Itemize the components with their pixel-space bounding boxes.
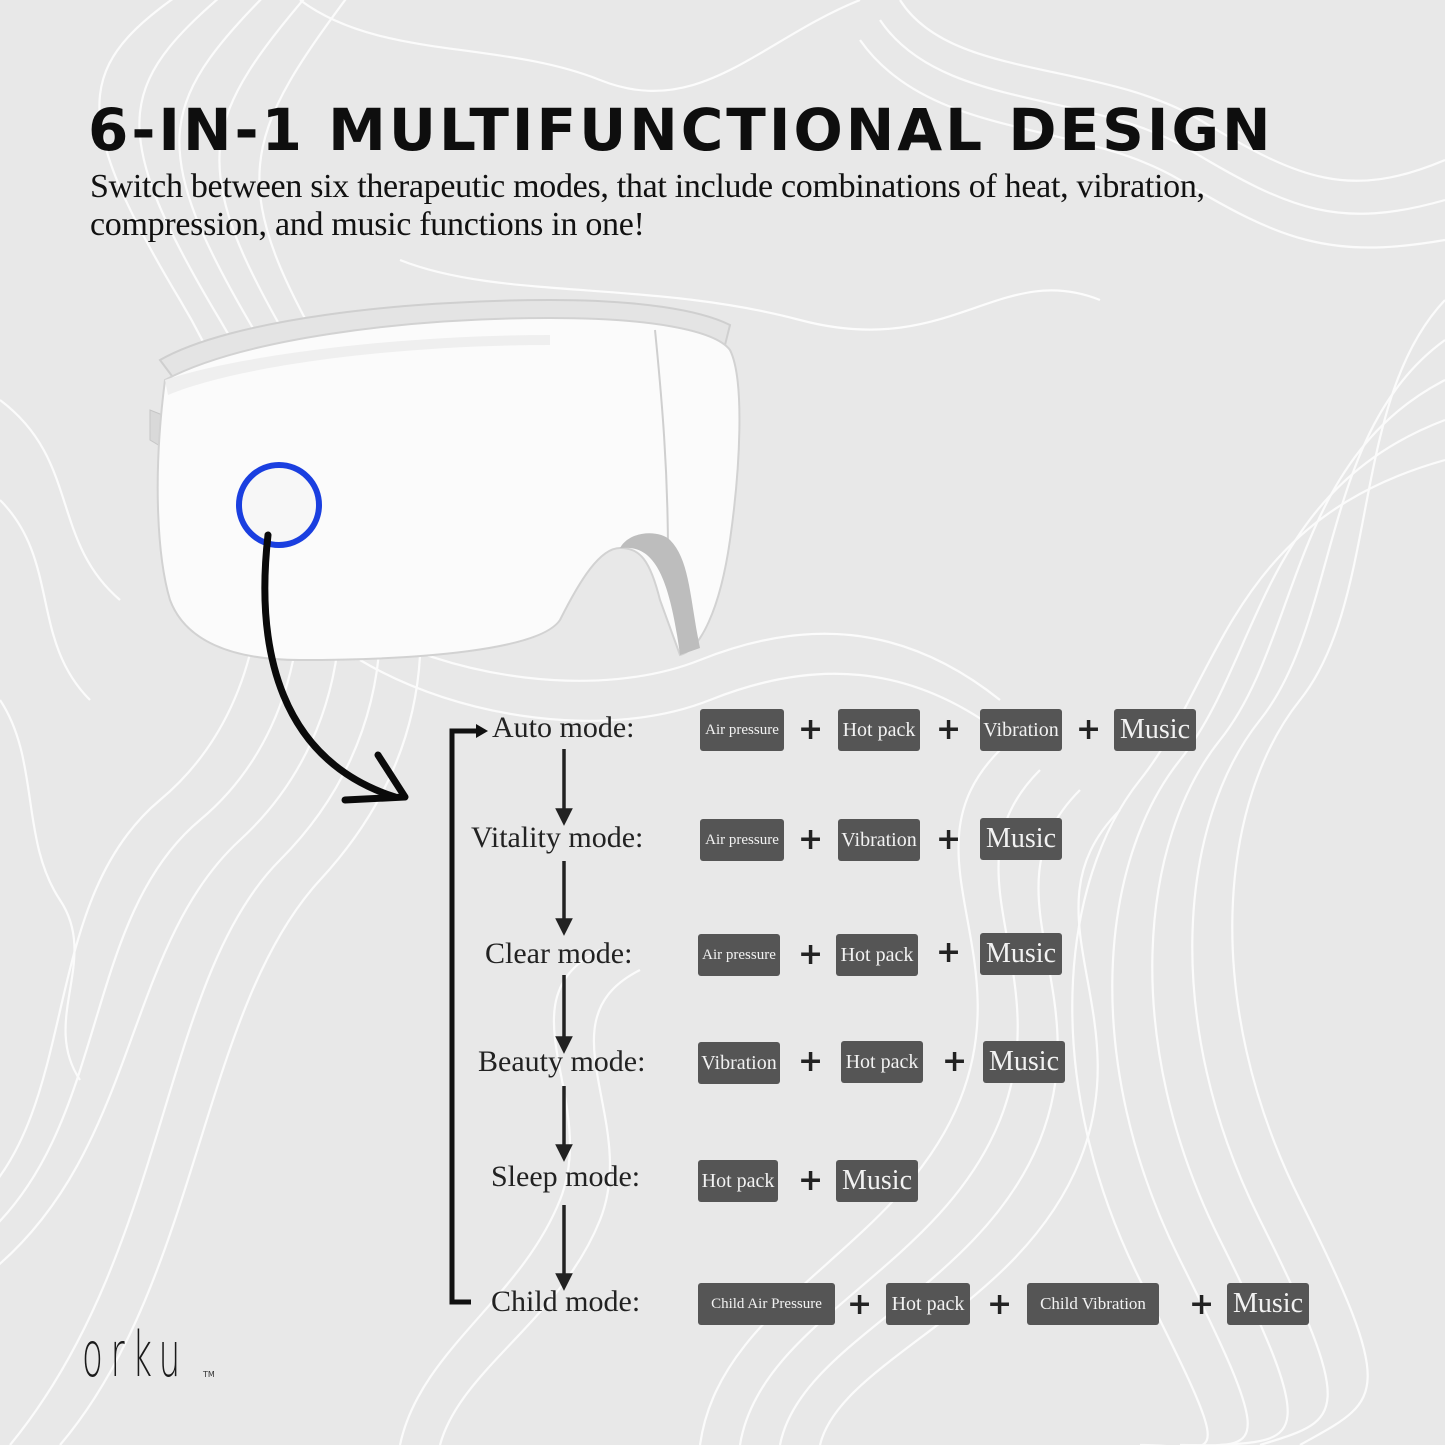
plus-separator: + (936, 712, 962, 747)
function-chip: Air pressure (698, 934, 780, 976)
plus-separator: + (798, 712, 824, 747)
mode-label-sleep: Sleep mode: (491, 1160, 641, 1193)
function-chip: Hot pack (698, 1160, 778, 1202)
plus-separator: + (936, 935, 962, 970)
plus-separator: + (987, 1287, 1013, 1322)
mode-label-vitality: Vitality mode: (471, 821, 644, 854)
function-chip: Hot pack (838, 709, 920, 751)
plus-separator: + (847, 1287, 873, 1322)
plus-separator: + (798, 822, 824, 857)
function-chip: Child Air Pressure (698, 1283, 835, 1325)
function-chip: Music (1227, 1283, 1309, 1325)
eye-massager-illustration (149, 298, 741, 662)
function-chip: Music (1114, 709, 1196, 751)
plus-separator: + (1189, 1287, 1215, 1322)
function-chip: Air pressure (700, 819, 784, 861)
mode-label-clear: Clear mode: (485, 937, 633, 970)
function-chip: Hot pack (836, 934, 918, 976)
function-chip: Vibration (698, 1042, 780, 1084)
page-subtitle: Switch between six therapeutic modes, th… (90, 168, 1205, 243)
page-title: 6-IN-1 MULTIFUNCTIONAL DESIGN (88, 96, 1274, 164)
function-chip: Vibration (838, 819, 920, 861)
plus-separator: + (798, 937, 824, 972)
plus-separator: + (936, 822, 962, 857)
plus-separator: + (798, 1044, 824, 1079)
plus-separator: + (798, 1163, 824, 1198)
mode-label-beauty: Beauty mode: (478, 1045, 646, 1078)
mode-label-child: Child mode: (491, 1285, 641, 1318)
brand-logo: orku (82, 1318, 188, 1391)
function-chip: Air pressure (700, 709, 784, 751)
function-chip: Music (983, 1041, 1065, 1083)
plus-separator: + (1076, 712, 1102, 747)
function-chip: Hot pack (886, 1283, 970, 1325)
function-chip: Vibration (980, 709, 1062, 751)
mode-label-auto: Auto mode: (492, 711, 635, 744)
function-chip: Music (980, 818, 1062, 860)
trademark: TM (203, 1370, 215, 1379)
power-button-icon (239, 465, 319, 545)
function-chip: Music (836, 1160, 918, 1202)
function-chip: Child Vibration (1027, 1283, 1159, 1325)
function-chip: Music (980, 933, 1062, 975)
function-chip: Hot pack (841, 1041, 923, 1083)
plus-separator: + (942, 1044, 968, 1079)
